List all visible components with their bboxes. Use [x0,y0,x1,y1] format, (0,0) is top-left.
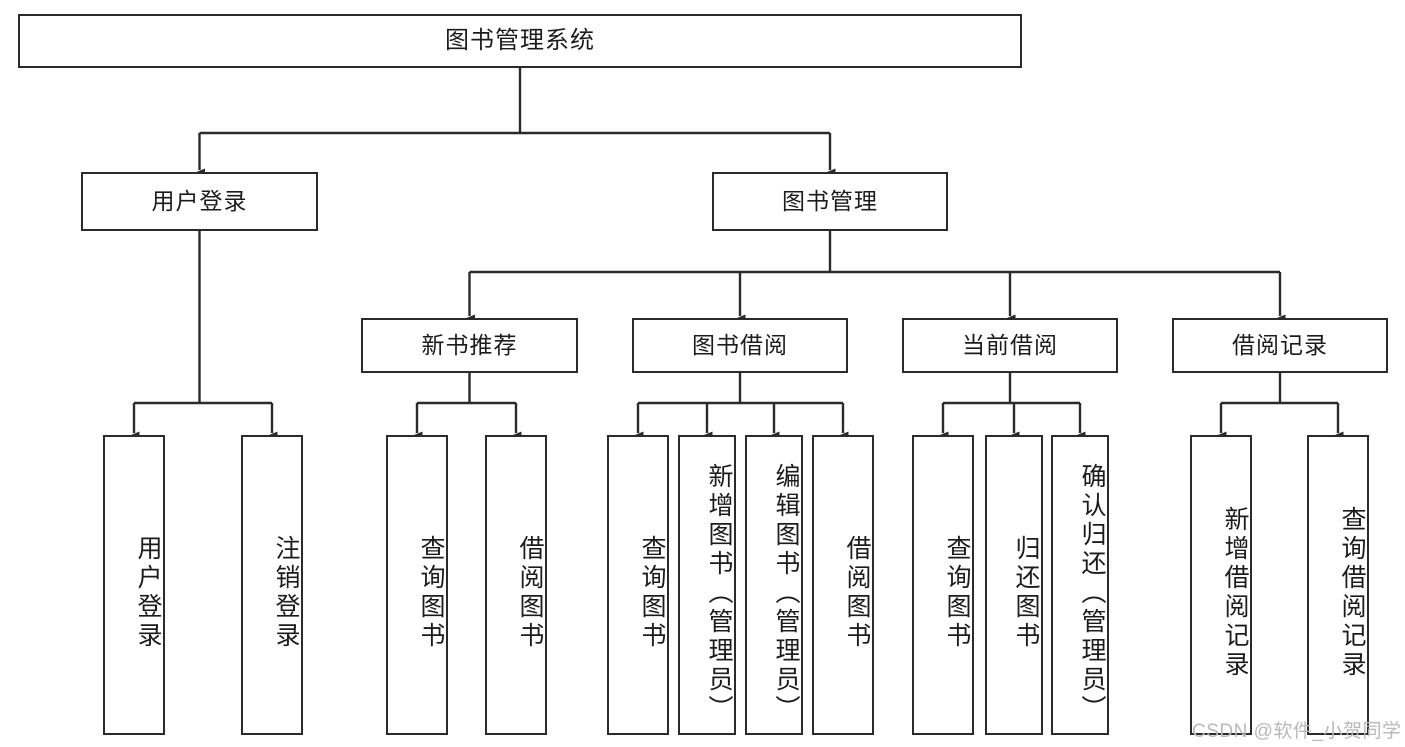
leaf-return-book-label: 归还图书 [1012,535,1040,651]
leaf-edit-book-admin-label: 编辑图书（管理员） [772,462,800,724]
leaf-query-book-current[interactable]: 查询图书 [912,435,974,735]
leaf-user-login[interactable]: 用户登录 [103,435,165,735]
leaf-borrow-book[interactable]: 借阅图书 [812,435,874,735]
leaf-user-login-label: 用户登录 [134,535,162,651]
node-book-borrow[interactable]: 图书借阅 [632,318,848,373]
leaf-query-book-current-label: 查询图书 [943,535,971,651]
leaf-add-borrow-record-label: 新增借阅记录 [1221,506,1249,680]
leaf-return-book[interactable]: 归还图书 [985,435,1043,735]
leaf-query-borrow-record-label: 查询借阅记录 [1338,506,1366,680]
leaf-query-book-recommend[interactable]: 查询图书 [386,435,448,735]
node-root-label: 图书管理系统 [445,26,595,54]
node-book-management[interactable]: 图书管理 [712,172,948,231]
node-book-management-label: 图书管理 [782,187,878,214]
leaf-borrow-book-recommend[interactable]: 借阅图书 [485,435,547,735]
leaf-query-book-borrow-label: 查询图书 [638,535,666,651]
node-borrow-record[interactable]: 借阅记录 [1172,318,1388,373]
node-root[interactable]: 图书管理系统 [18,14,1022,68]
node-user-login[interactable]: 用户登录 [81,172,318,231]
leaf-add-book-admin[interactable]: 新增图书（管理员） [678,435,736,735]
csdn-watermark: CSDN @软件_小贺同学 [1192,721,1402,742]
leaf-confirm-return-admin-label: 确认归还（管理员） [1078,462,1106,724]
leaf-borrow-book-label: 借阅图书 [843,535,871,651]
leaf-query-borrow-record[interactable]: 查询借阅记录 [1307,435,1369,735]
node-current-borrow-label: 当前借阅 [962,331,1058,358]
node-new-book-recommend[interactable]: 新书推荐 [361,318,578,373]
leaf-add-book-admin-label: 新增图书（管理员） [705,462,733,724]
leaf-add-borrow-record[interactable]: 新增借阅记录 [1190,435,1252,735]
node-user-login-label: 用户登录 [151,187,248,214]
leaf-logout-label: 注销登录 [272,535,300,651]
leaf-query-book-recommend-label: 查询图书 [417,535,445,651]
node-new-book-recommend-label: 新书推荐 [421,331,518,358]
node-book-borrow-label: 图书借阅 [692,331,788,358]
leaf-logout[interactable]: 注销登录 [241,435,303,735]
leaf-borrow-book-recommend-label: 借阅图书 [516,535,544,651]
node-current-borrow[interactable]: 当前借阅 [902,318,1118,373]
leaf-confirm-return-admin[interactable]: 确认归还（管理员） [1051,435,1109,735]
leaf-query-book-borrow[interactable]: 查询图书 [607,435,669,735]
leaf-edit-book-admin[interactable]: 编辑图书（管理员） [745,435,803,735]
node-borrow-record-label: 借阅记录 [1232,331,1328,358]
